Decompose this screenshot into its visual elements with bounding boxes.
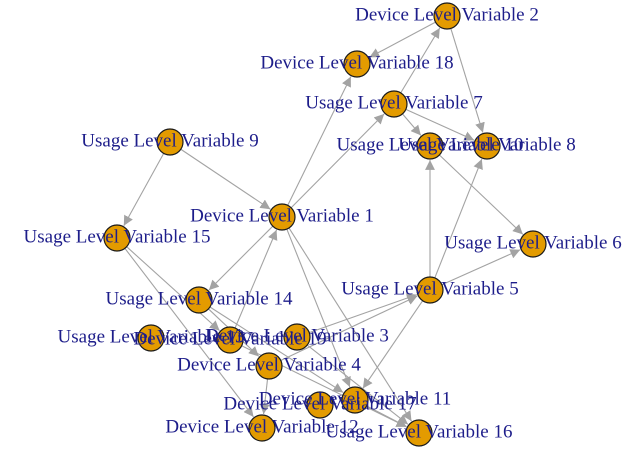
node-label-ulv9: Usage Level Variable 9 [81,130,258,151]
node-label-dlv2: Device Level Variable 2 [355,4,539,25]
node-ulv7 [380,90,408,118]
node-label-ulv6: Usage Level Variable 6 [444,232,621,253]
node-dlv11 [341,386,369,414]
node-ulv16 [405,419,433,447]
edge-ulv15-to-dlv19 [126,246,220,332]
edge-ulv7-to-ulv8 [405,108,475,141]
node-dlv4 [255,352,283,380]
node-label-ulv14: Usage Level Variable 14 [106,288,293,309]
node-ulv6 [519,230,547,258]
edge-dlv4-to-dlv12 [259,378,270,415]
node-dlv18 [343,50,371,78]
node-dlv1 [268,203,296,231]
node-label-dlv19: Device Level Variable 19 [133,328,326,349]
edge-ulv9-to-ulv15 [123,153,165,227]
edge-dlv3-to-ulv5 [309,293,417,334]
node-layer [103,2,547,447]
edge-ulv10-to-ulv6 [439,154,524,235]
node-ulv10 [416,132,444,160]
edge-dlv1-to-ulv14 [208,225,274,291]
edge-dlv1-to-dlv18 [287,76,352,206]
edge-ulv7-to-ulv10 [402,113,422,136]
edge-dlv11-to-ulv16 [366,405,407,428]
edge-dlv19-to-dlv1 [234,229,278,329]
edge-dlv1-to-ulv16 [288,227,412,422]
node-ulv5 [416,276,444,304]
node-label-dlv12: Device Level Variable 12 [165,416,358,437]
edge-ulv15-to-dlv12 [124,248,254,418]
edge-layer [123,21,524,428]
node-label-dlv17: Device Level Variable 17 [223,393,416,414]
node-dlv12 [248,414,276,442]
node-ulv8 [473,132,501,160]
edge-ulv14-to-dlv11 [209,306,344,393]
node-ulv14 [185,286,213,314]
node-label-ulv8: Usage Level Variable 8 [398,134,575,155]
node-label-dlv11: Device Level Variable 11 [259,388,452,409]
edge-dlv1-to-dlv11 [286,228,351,388]
node-label-dlv3: Device Level Variable 3 [205,325,389,346]
node-label-ulv16: Usage Level Variable 16 [326,421,513,442]
node-ulv15 [103,224,131,252]
node-label-dlv1: Device Level Variable 1 [190,205,374,226]
label-layer: Device Level Variable 2 Device Level Vari… [24,4,622,442]
edge-dlv4-to-ulv5 [280,295,418,361]
edge-dlv1-to-ulv7 [290,113,385,209]
edge-ulv9-to-dlv1 [180,148,271,210]
node-dlv17 [306,391,334,419]
edge-ulv5-to-ulv8 [434,158,483,279]
node-label-dlv4: Device Level Variable 4 [177,354,361,375]
edge-ulv5-to-ulv6 [441,249,521,286]
node-label-ulv5: Usage Level Variable 5 [341,278,518,299]
edge-ulv5-to-dlv11 [362,300,424,389]
node-ulv9 [156,128,184,156]
edge-dlv2-to-dlv18 [369,21,436,58]
node-dlv19 [216,326,244,354]
node-ulv13 [137,324,165,352]
node-label-ulv15: Usage Level Variable 15 [24,226,211,247]
node-dlv3 [283,323,311,351]
node-label-ulv10: Usage Level Variable 10 [337,134,524,155]
node-label-ulv13: Usage Level Variable 13 [58,326,245,347]
edge-dlv3-to-ulv16 [306,344,409,425]
edge-dlv2-to-ulv8 [450,28,485,133]
node-label-ulv7: Usage Level Variable 7 [305,92,482,113]
node-dlv2 [433,2,461,30]
edge-ulv7-to-dlv2 [400,27,441,94]
node-label-dlv18: Device Level Variable 18 [260,52,453,73]
